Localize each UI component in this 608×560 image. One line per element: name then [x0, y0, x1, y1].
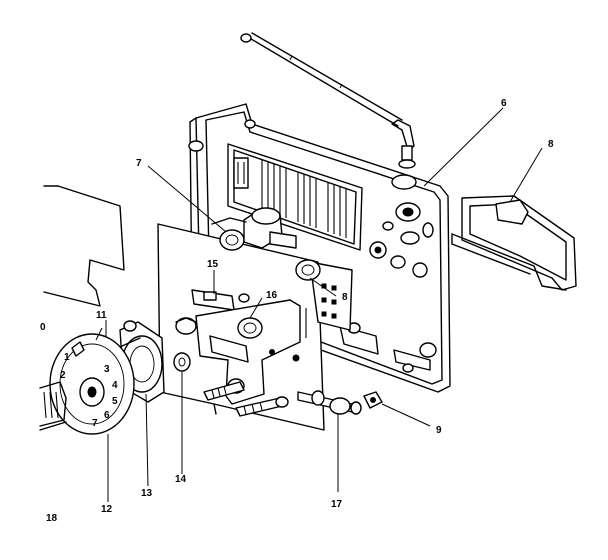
dial-digit: 4 — [112, 380, 118, 391]
leader-lines — [95, 107, 543, 502]
telescopic-antenna — [240, 32, 416, 169]
dial-digit: 5 — [112, 396, 118, 407]
dial-digit: 2 — [60, 370, 66, 381]
callout-10-partial: 0 — [40, 322, 46, 333]
callout-13: 13 — [141, 488, 153, 499]
dial-digit: 6 — [104, 410, 110, 421]
screws-and-shafts — [203, 381, 383, 417]
callout-6: 6 — [501, 98, 507, 109]
dial-plate: 1 2 3 4 5 6 7 — [49, 333, 135, 435]
callout-9: 9 — [436, 425, 442, 436]
dial-digit: 7 — [92, 418, 98, 429]
dial-digit: 3 — [104, 364, 110, 375]
battery-door — [451, 195, 577, 291]
speaker-grille-slots — [233, 157, 347, 238]
callout-8-middle: 8 — [342, 292, 348, 303]
callout-labels: 6 8 7 15 16 8 11 0 9 17 14 13 12 18 — [40, 98, 554, 524]
callout-12: 12 — [101, 504, 113, 515]
cabinet-chassis — [188, 103, 451, 393]
tuning-capacitor — [211, 207, 297, 251]
control-bracket — [175, 299, 301, 405]
callout-7: 7 — [136, 158, 142, 169]
callout-17: 17 — [331, 499, 343, 510]
callout-15: 15 — [207, 259, 219, 270]
callout-16: 16 — [266, 290, 278, 301]
callout-8-top: 8 — [548, 139, 554, 150]
dial-digit: 1 — [64, 352, 70, 363]
left-partial-parts — [39, 185, 125, 431]
callout-11: 11 — [96, 310, 107, 321]
dial-digits: 1 2 3 4 5 6 7 — [60, 352, 118, 429]
washer — [173, 352, 191, 372]
callout-14: 14 — [175, 474, 187, 485]
callout-18: 18 — [46, 513, 58, 524]
